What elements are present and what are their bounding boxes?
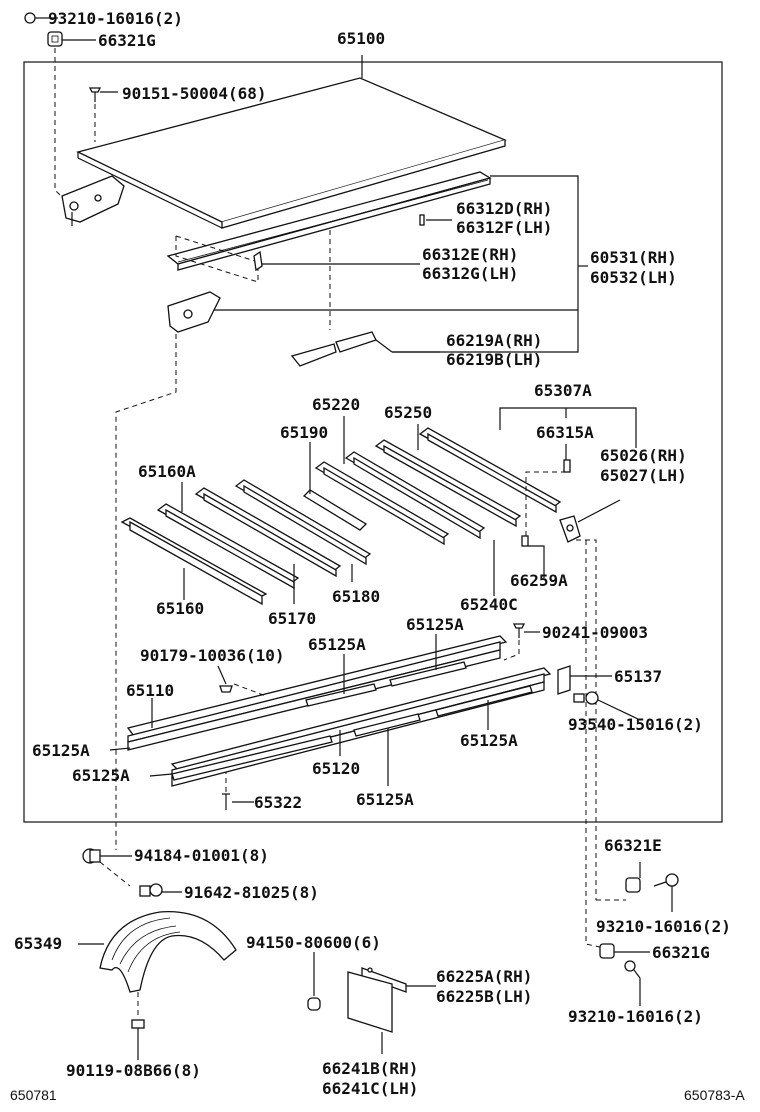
label-rail-lh: 60532(LH) bbox=[590, 268, 677, 287]
screw-icon bbox=[512, 623, 526, 638]
label-nut-94184: 94184-01001(8) bbox=[134, 846, 269, 865]
side-rail-part bbox=[166, 171, 492, 271]
label-65160: 65160 bbox=[156, 599, 204, 618]
label-rail-rh: 60531(RH) bbox=[590, 248, 677, 267]
screw-icon bbox=[131, 1019, 145, 1046]
pad-icon bbox=[521, 535, 529, 547]
mud-flap-part bbox=[347, 971, 393, 1033]
nut-icon bbox=[307, 997, 321, 1011]
label-65125a-2: 65125A bbox=[308, 635, 366, 654]
label-65125a-3: 65125A bbox=[460, 731, 518, 750]
label-65125a-1: 65125A bbox=[406, 615, 464, 634]
label-65120: 65120 bbox=[312, 759, 360, 778]
label-65190: 65190 bbox=[280, 423, 328, 442]
label-65240c: 65240C bbox=[460, 595, 518, 614]
diagram-code-left: 650781 bbox=[10, 1087, 57, 1103]
cover-panel-part bbox=[76, 77, 507, 229]
label-bracket-lh: 66225B(LH) bbox=[436, 987, 532, 1006]
label-assembly: 65100 bbox=[337, 29, 385, 48]
label-bolt-93210-r2: 93210-16016(2) bbox=[568, 1007, 703, 1026]
bolt-icon bbox=[24, 12, 44, 24]
corner-bracket-part bbox=[167, 291, 221, 333]
label-65125a-5: 65125A bbox=[72, 766, 130, 785]
hinge-part bbox=[559, 515, 581, 543]
label-65307a: 65307A bbox=[534, 381, 592, 400]
label-clip-rh: 66312E(RH) bbox=[422, 245, 518, 264]
label-65170: 65170 bbox=[268, 609, 316, 628]
label-bolt-91642: 91642-81025(8) bbox=[184, 883, 319, 902]
label-66315a: 66315A bbox=[536, 423, 594, 442]
clip-icon bbox=[253, 250, 263, 272]
bolt-icon bbox=[139, 883, 163, 897]
label-65322: 65322 bbox=[254, 793, 302, 812]
label-clip-90179: 90179-10036(10) bbox=[140, 646, 285, 665]
nut-icon bbox=[47, 31, 63, 47]
diagram-code-right: 650783-A bbox=[684, 1087, 745, 1103]
label-trim-lh: 66219B(LH) bbox=[446, 350, 542, 369]
cross-member-65220 bbox=[314, 461, 450, 546]
label-bolt-93540: 93540-15016(2) bbox=[568, 715, 703, 734]
screw-icon bbox=[222, 793, 230, 810]
label-bolt-top: 93210-16016(2) bbox=[48, 9, 183, 28]
filler-strip-part bbox=[171, 661, 533, 781]
label-66321e: 66321E bbox=[604, 836, 662, 855]
flap-bracket-part bbox=[361, 967, 407, 993]
nut-icon bbox=[625, 877, 641, 893]
label-pin-rh: 66312D(RH) bbox=[456, 199, 552, 218]
label-clip-lh: 66312G(LH) bbox=[422, 264, 518, 283]
label-flap-lh: 66241C(LH) bbox=[322, 1079, 418, 1098]
label-flap-rh: 66241B(RH) bbox=[322, 1059, 418, 1078]
label-65160a: 65160A bbox=[138, 462, 196, 481]
cross-member-65190 bbox=[302, 489, 368, 531]
assembly-frame bbox=[23, 61, 723, 823]
label-nut-top: 66321G bbox=[98, 31, 156, 50]
label-nut-94150: 94150-80600(6) bbox=[246, 933, 381, 952]
label-screw-68: 90151-50004(68) bbox=[122, 84, 267, 103]
label-66321g-r: 66321G bbox=[652, 943, 710, 962]
label-66259a: 66259A bbox=[510, 571, 568, 590]
cross-member-65250 bbox=[374, 439, 522, 528]
cross-member-65170 bbox=[194, 487, 342, 578]
label-65125a-4: 65125A bbox=[32, 741, 90, 760]
latch-bracket-part bbox=[61, 175, 125, 226]
stopper-part bbox=[557, 665, 571, 695]
label-screw-90119: 90119-08B66(8) bbox=[66, 1061, 201, 1080]
retainer-icon bbox=[563, 459, 571, 473]
nut-icon bbox=[599, 943, 615, 959]
bolt-icon bbox=[624, 960, 641, 979]
cross-member-65180 bbox=[234, 479, 372, 566]
clip-icon bbox=[219, 685, 233, 693]
label-bolt-93210-r1: 93210-16016(2) bbox=[596, 917, 731, 936]
cross-member-65160 bbox=[120, 517, 268, 606]
screw-icon bbox=[88, 87, 102, 102]
label-hinge-rh: 65026(RH) bbox=[600, 446, 687, 465]
label-bracket-rh: 66225A(RH) bbox=[436, 967, 532, 986]
trim-strip-part bbox=[290, 331, 377, 367]
pin-icon bbox=[419, 214, 425, 226]
label-65349: 65349 bbox=[14, 934, 62, 953]
label-65125a-6: 65125A bbox=[356, 790, 414, 809]
label-65220: 65220 bbox=[312, 395, 360, 414]
label-65180: 65180 bbox=[332, 587, 380, 606]
mudguard-part bbox=[99, 911, 237, 993]
cross-member-65240c bbox=[344, 451, 486, 540]
bolt-icon bbox=[653, 873, 679, 887]
cross-member-65307a bbox=[418, 427, 562, 514]
nut-icon bbox=[82, 848, 101, 864]
label-65137: 65137 bbox=[614, 667, 662, 686]
label-screw-90241: 90241-09003 bbox=[542, 623, 648, 642]
label-trim-rh: 66219A(RH) bbox=[446, 331, 542, 350]
label-65110: 65110 bbox=[126, 681, 174, 700]
label-hinge-lh: 65027(LH) bbox=[600, 466, 687, 485]
label-65250: 65250 bbox=[384, 403, 432, 422]
label-pin-lh: 66312F(LH) bbox=[456, 218, 552, 237]
